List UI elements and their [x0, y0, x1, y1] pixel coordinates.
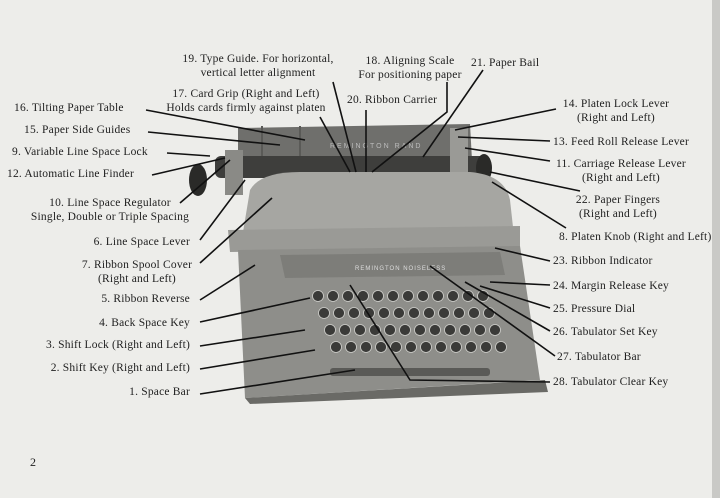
label-line: (Right and Left): [582, 172, 660, 184]
label-line: 10. Line Space Regulator: [49, 197, 171, 209]
typewriter-key: [342, 290, 354, 302]
label-card-grip: 17. Card Grip (Right and Left) Holds card…: [158, 87, 334, 115]
page-number: 2: [30, 455, 36, 469]
typewriter-key: [489, 324, 501, 336]
label-line: (Right and Left): [577, 112, 655, 124]
label-shift-lock: 3. Shift Lock (Right and Left): [46, 339, 190, 351]
paper-table-logo: REMINGTON RAND: [330, 143, 422, 150]
typewriter-key: [450, 341, 462, 353]
label-shift-key: 2. Shift Key (Right and Left): [50, 362, 190, 374]
label-line: (Right and Left): [98, 273, 176, 285]
label-pressure-dial: 25. Pressure Dial: [553, 303, 636, 315]
typewriter-key: [429, 324, 441, 336]
typewriter-key: [390, 341, 402, 353]
label-tabulator-clear-key: 28. Tabulator Clear Key: [553, 376, 669, 388]
label-line: Holds cards firmly against platen: [166, 102, 326, 114]
typewriter-key: [354, 324, 366, 336]
typewriter-key: [459, 324, 471, 336]
label-ribbon-reverse: 5. Ribbon Reverse: [101, 293, 190, 305]
typewriter-key: [375, 341, 387, 353]
typewriter-key: [495, 341, 507, 353]
label-margin-release-key: 24. Margin Release Key: [553, 280, 669, 292]
label-platen-lock-lever: 14. Platen Lock Lever (Right and Left): [557, 97, 675, 125]
space-bar-shape: [330, 368, 490, 376]
label-automatic-line-finder: 12. Automatic Line Finder: [7, 168, 135, 180]
typewriter-key: [324, 324, 336, 336]
typewriter-key: [327, 290, 339, 302]
label-variable-line-space-lock: 9. Variable Line Space Lock: [12, 146, 148, 158]
typewriter-key: [312, 290, 324, 302]
typewriter-key: [333, 307, 345, 319]
label-line: For positioning paper: [358, 69, 462, 81]
typewriter-key: [447, 290, 459, 302]
label-paper-bail: 21. Paper Bail: [471, 57, 540, 69]
label-line: 14. Platen Lock Lever: [562, 98, 670, 110]
label-platen-knob: 8. Platen Knob (Right and Left): [559, 231, 712, 243]
label-ribbon-spool-cover: 7. Ribbon Spool Cover (Right and Left): [76, 258, 198, 286]
typewriter-key: [318, 307, 330, 319]
typewriter-key: [465, 341, 477, 353]
typewriter-key: [438, 307, 450, 319]
typewriter-key: [444, 324, 456, 336]
label-line: 7. Ribbon Spool Cover: [81, 259, 193, 271]
label-line: 18. Aligning Scale: [365, 55, 455, 67]
label-tabulator-set-key: 26. Tabulator Set Key: [553, 326, 658, 338]
front-panel-logo: REMINGTON NOISELESS: [355, 266, 446, 272]
typewriter-key: [420, 341, 432, 353]
typewriter-key: [378, 307, 390, 319]
typewriter-key: [468, 307, 480, 319]
label-paper-side-guides: 15. Paper Side Guides: [24, 124, 131, 136]
label-line: 17. Card Grip (Right and Left): [172, 88, 320, 100]
typewriter-key: [402, 290, 414, 302]
label-paper-fingers: 22. Paper Fingers (Right and Left): [570, 193, 666, 221]
typewriter: REMINGTON RAND REMINGTON NOISELESS: [189, 124, 548, 404]
label-line: 19. Type Guide. For horizontal,: [182, 53, 334, 65]
typewriter-key: [372, 290, 384, 302]
typewriter-key: [417, 290, 429, 302]
label-back-space-key: 4. Back Space Key: [99, 317, 190, 329]
label-ribbon-carrier: 20. Ribbon Carrier: [347, 94, 438, 106]
typewriter-key: [423, 307, 435, 319]
typewriter-key: [432, 290, 444, 302]
left-platen-knob: [189, 164, 207, 196]
typewriter-key: [348, 307, 360, 319]
typewriter-key: [393, 307, 405, 319]
typewriter-key: [435, 341, 447, 353]
typewriter-key: [414, 324, 426, 336]
leader-lines: [145, 69, 581, 395]
label-line: 22. Paper Fingers: [575, 194, 661, 206]
label-type-guide: 19. Type Guide. For horizontal, vertical …: [172, 52, 344, 80]
typewriter-key: [453, 307, 465, 319]
typewriter-key: [339, 324, 351, 336]
label-line: vertical letter alignment: [200, 67, 316, 79]
typewriter-key: [345, 341, 357, 353]
label-feed-roll-release-lever: 13. Feed Roll Release Lever: [553, 136, 690, 148]
typewriter-key: [408, 307, 420, 319]
typewriter-key: [387, 290, 399, 302]
label-line: 11. Carriage Release Lever: [556, 158, 686, 170]
label-space-bar: 1. Space Bar: [129, 386, 190, 398]
label-tilting-paper-table: 16. Tilting Paper Table: [14, 102, 124, 114]
typewriter-key: [474, 324, 486, 336]
typewriter-key: [480, 341, 492, 353]
label-line-space-lever: 6. Line Space Lever: [93, 236, 190, 248]
label-line: (Right and Left): [579, 208, 657, 220]
label-carriage-release-lever: 11. Carriage Release Lever (Right and Lef…: [551, 157, 691, 185]
typewriter-key: [399, 324, 411, 336]
typewriter-key: [462, 290, 474, 302]
label-line: Single, Double or Triple Spacing: [30, 211, 190, 223]
typewriter-key: [330, 341, 342, 353]
typewriter-key: [360, 341, 372, 353]
label-ribbon-indicator: 23. Ribbon Indicator: [553, 255, 653, 267]
label-tabulator-bar: 27. Tabulator Bar: [557, 351, 641, 363]
typewriter-key: [384, 324, 396, 336]
typewriter-key: [405, 341, 417, 353]
